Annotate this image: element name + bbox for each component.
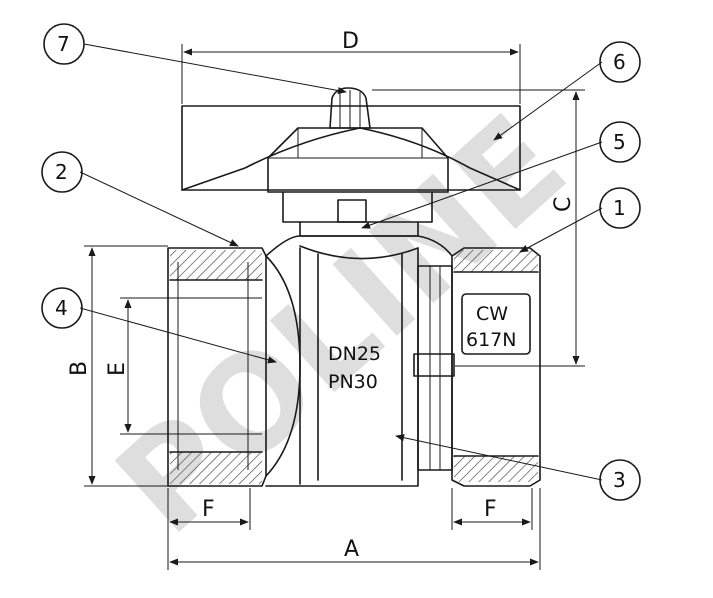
callout-1-number: 1 xyxy=(613,196,626,220)
dimension-e: E xyxy=(105,297,262,435)
dimension-e-label: E xyxy=(105,362,130,376)
callout-3: 3 xyxy=(395,434,641,501)
handle-nut xyxy=(329,87,371,129)
callout-6-number: 6 xyxy=(613,50,626,74)
callout-4: 4 xyxy=(41,287,277,364)
dimension-c-label: C xyxy=(551,197,576,212)
dimension-a: A xyxy=(167,488,541,570)
dimension-f-right-label: F xyxy=(484,497,497,522)
dimension-f-left-label: F xyxy=(202,497,215,522)
dimension-c: C xyxy=(372,89,585,367)
callout-1: 1 xyxy=(519,187,641,253)
callout-6: 6 xyxy=(493,41,641,141)
body-marking-line1: DN25 xyxy=(328,343,381,365)
dimension-b-label: B xyxy=(67,361,92,376)
callout-4-number: 4 xyxy=(55,296,68,320)
nut-marking-line2: 617N xyxy=(466,329,516,351)
callout-2-number: 2 xyxy=(55,160,68,184)
dimension-f-right: F xyxy=(451,488,533,530)
callout-7-number: 7 xyxy=(57,32,70,56)
dimension-f-left: F xyxy=(167,488,251,530)
callout-5-number: 5 xyxy=(613,130,626,154)
callout-5: 5 xyxy=(361,121,641,229)
valve-body xyxy=(167,235,455,487)
callout-2: 2 xyxy=(41,151,239,247)
dimension-d-label: D xyxy=(342,29,359,54)
callout-7: 7 xyxy=(43,23,347,95)
body-marking-line2: PN30 xyxy=(328,371,378,393)
callout-3-number: 3 xyxy=(613,468,626,492)
dimension-b: B xyxy=(67,245,168,487)
nut-marking-line1: CW xyxy=(476,303,508,325)
dimension-a-label: A xyxy=(344,537,359,562)
hex-nut xyxy=(451,247,541,487)
dimension-d: D xyxy=(181,29,521,104)
